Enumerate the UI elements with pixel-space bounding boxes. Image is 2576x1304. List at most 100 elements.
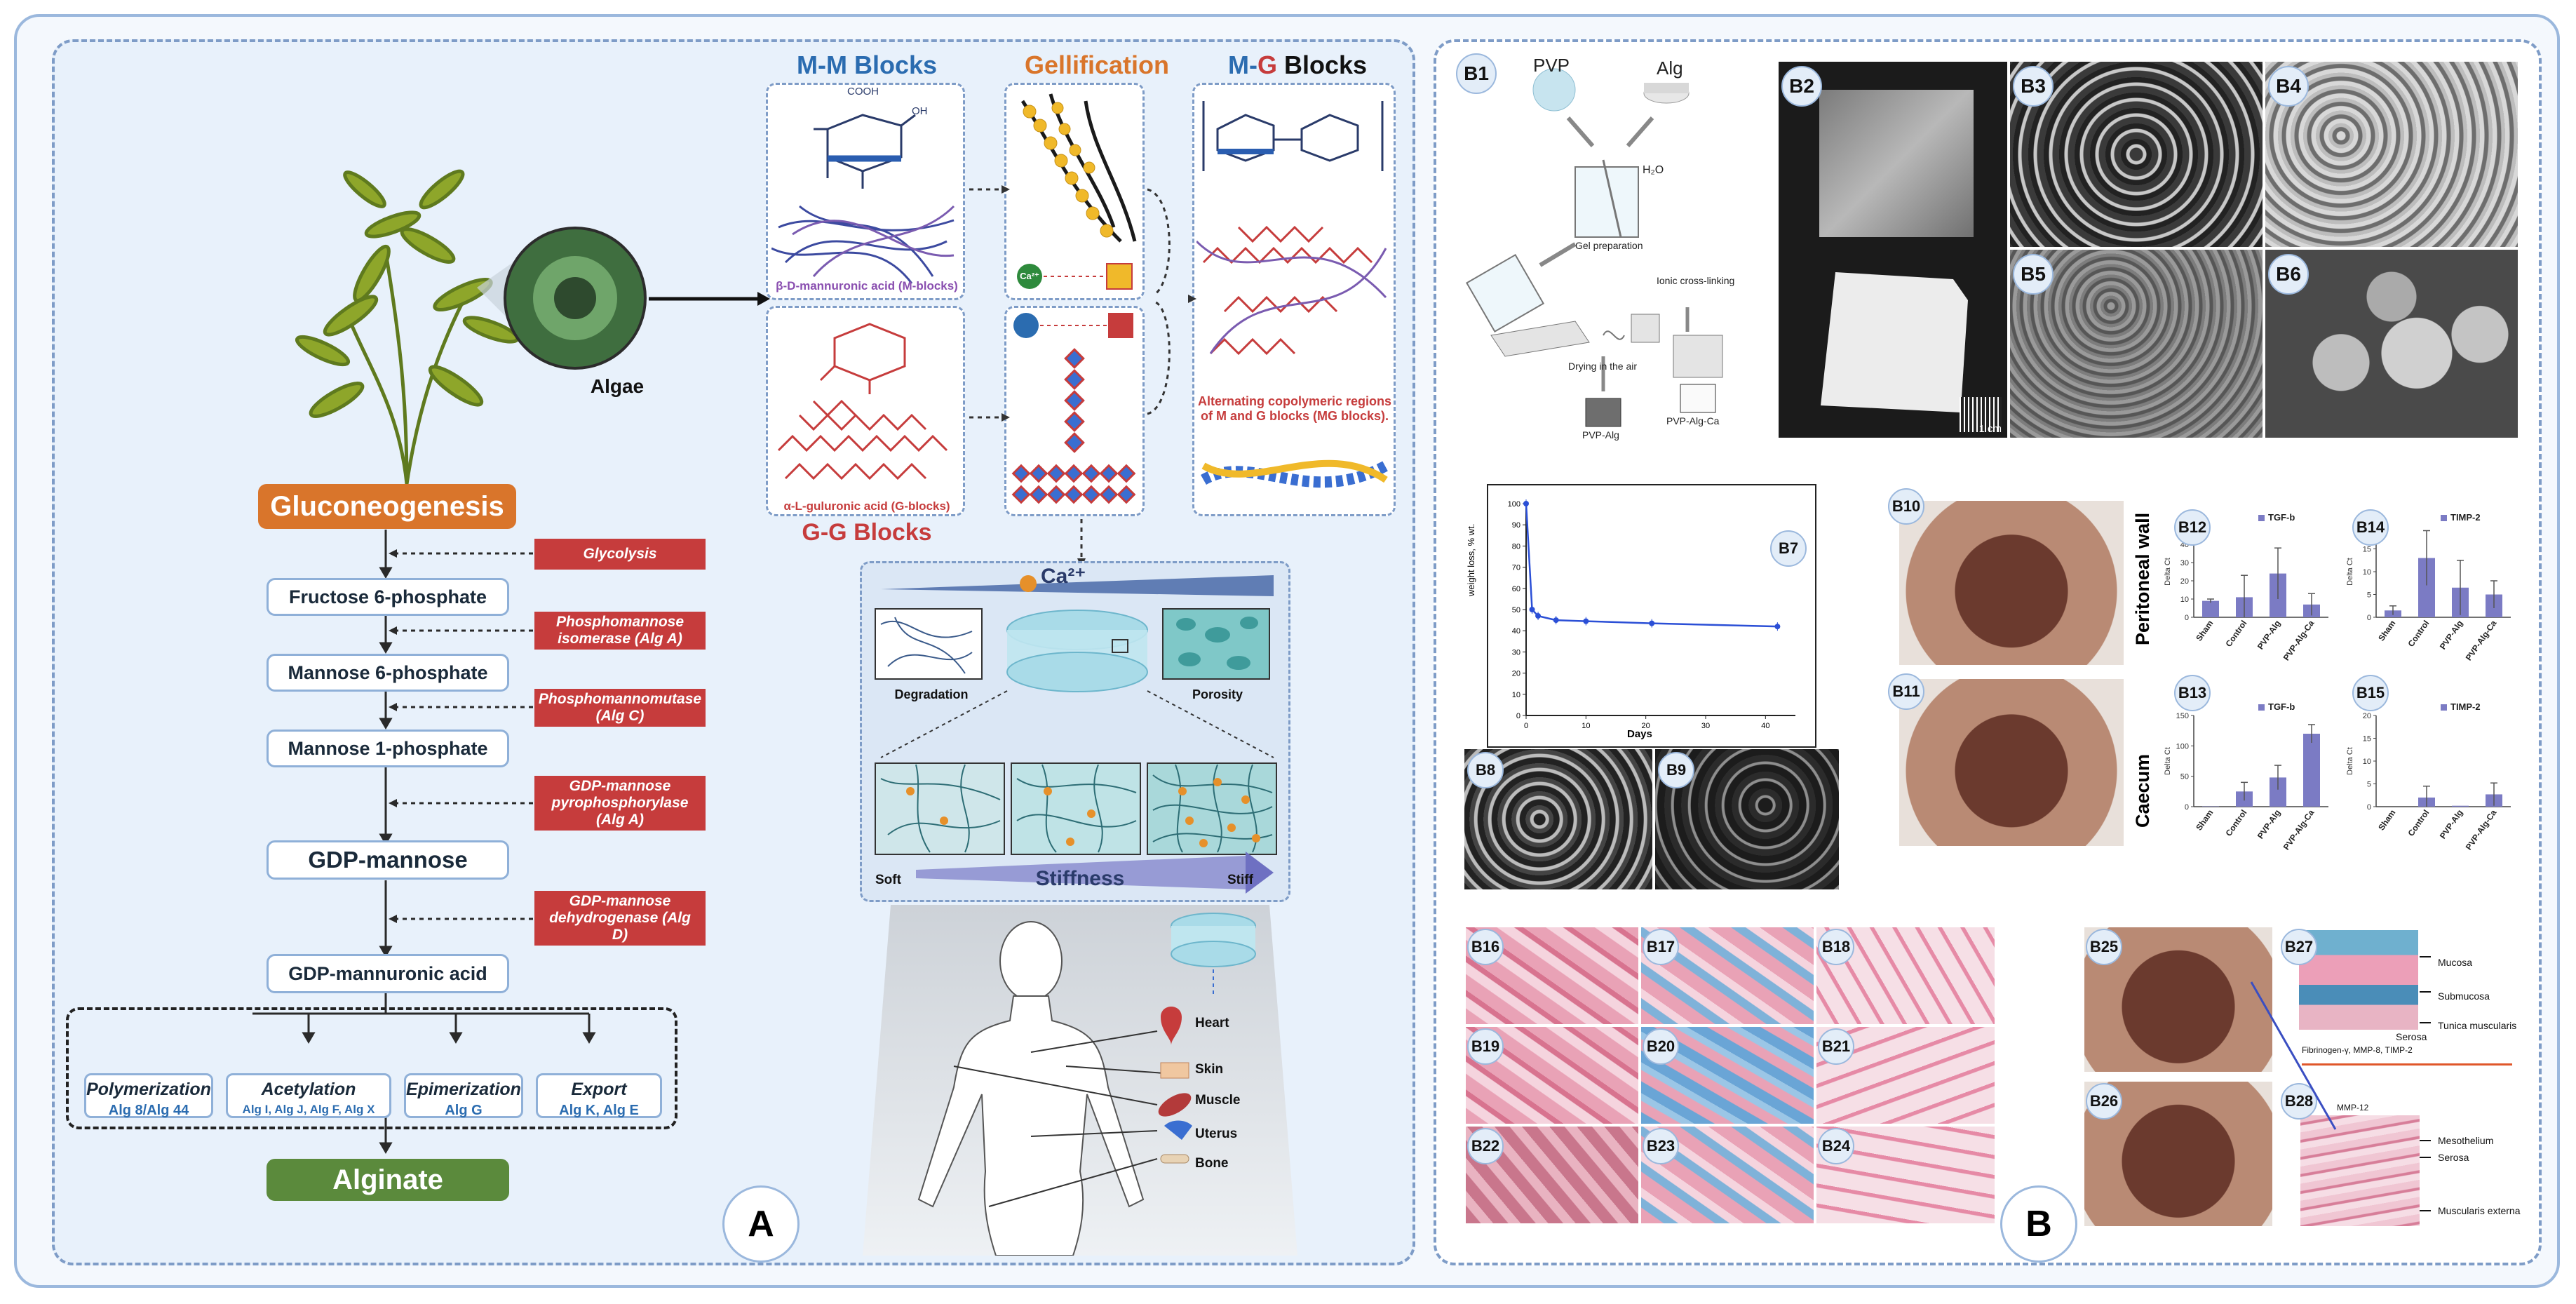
chart-b7-frame: [1487, 484, 1816, 748]
b25-b28-connector: [2250, 981, 2337, 1130]
label-b1: B1: [1456, 53, 1497, 94]
bar-category-label: Sham: [2194, 808, 2215, 833]
soft-label: Soft: [875, 873, 901, 887]
mg-title-part: Blocks: [1283, 51, 1368, 79]
chart-b7-ylabel: weight loss, % wt.: [1466, 523, 1476, 596]
fate-acetylation: Acetylation Alg I, Alg J, Alg F, Alg X: [226, 1073, 391, 1118]
label-b11: B11: [1888, 673, 1924, 710]
b7-data-point: [1583, 618, 1589, 624]
film-transparent: [1819, 90, 1974, 237]
label-b3: B3: [2013, 66, 2054, 107]
bar-ytick-label: 15: [2363, 546, 2371, 554]
label-b5: B5: [2013, 254, 2054, 295]
m-block-structure: [771, 114, 955, 284]
bar-ytick-label: 0: [2367, 803, 2371, 812]
g-blocks-caption: α-L-guluronic acid (G-blocks): [783, 499, 950, 513]
bar-category-label: PVP-Alg-Ca: [2464, 807, 2499, 852]
pathway-node-mannose-6-phosphate: Mannose 6-phosphate: [267, 654, 509, 692]
mg-blocks-title: M-G Blocks: [1192, 51, 1403, 80]
bar-ylabel: Delta Ct: [2346, 558, 2354, 586]
bar-category-label: Control: [2224, 619, 2249, 649]
label-b18: B18: [1818, 929, 1854, 965]
bar-category-label: PVP-Alg-Ca: [2464, 618, 2499, 662]
bar-sham: [2202, 600, 2219, 617]
bar-category-label: Control: [2406, 619, 2432, 649]
bar-ylabel: Delta Ct: [2346, 747, 2354, 775]
label-b20: B20: [1643, 1028, 1679, 1065]
h2o-label: H₂O: [1643, 164, 1664, 176]
enzyme-gdp-mannose-dehydrogenase: GDP-mannose dehydrogenase (Alg D): [534, 891, 706, 946]
bar-ylabel: Delta Ct: [2164, 558, 2172, 586]
label-b28: B28: [2281, 1083, 2317, 1120]
label-b25: B25: [2086, 929, 2122, 965]
gel-upper-illustration: [1017, 93, 1137, 290]
label-b7: B7: [1770, 530, 1807, 567]
image-b11: [1899, 679, 2124, 846]
label-b13: B13: [2174, 675, 2211, 711]
panel-label-a: A: [722, 1185, 800, 1263]
gluconeogenesis-box: Gluconeogenesis: [258, 484, 516, 529]
bar-ytick-label: 30: [2180, 559, 2189, 567]
organ-heart: Heart: [1195, 1016, 1229, 1030]
bar-legend-swatch: [2258, 515, 2265, 521]
mm-title-part: M-M: [796, 51, 847, 79]
stiffness-label: Stiffness: [1035, 867, 1125, 890]
ca-label: Ca²⁺: [1041, 565, 1086, 588]
b7-xtick-label: 20: [1642, 722, 1650, 730]
b7-xtick-label: 30: [1701, 722, 1710, 730]
pathway-node-gdp-mannuronic-acid: GDP-mannuronic acid: [267, 954, 509, 993]
fate-export: Export Alg K, Alg E: [536, 1073, 662, 1118]
orange-divider: [2302, 1063, 2512, 1066]
ca-badge-green: Ca²⁺: [1020, 271, 1039, 281]
bar-ytick-label: 50: [2180, 773, 2189, 781]
b1-preparation-schematic: [1465, 68, 1723, 427]
tissue-label-mmp12: MMP-12: [2337, 1103, 2369, 1113]
enzyme-phosphomannose-isomerase: Phosphomannose isomerase (Alg A): [534, 612, 706, 650]
label-b16: B16: [1467, 929, 1504, 965]
organ-bone: Bone: [1195, 1156, 1229, 1171]
bar-category-label: Control: [2224, 808, 2249, 838]
bar-ytick-label: 10: [2363, 568, 2371, 577]
organ-muscle: Muscle: [1195, 1093, 1241, 1108]
bar-category-label: Sham: [2376, 808, 2397, 833]
b7-ytick-label: 30: [1512, 648, 1520, 657]
panel-label-b: B: [2000, 1185, 2077, 1263]
fate-title: Export: [571, 1080, 627, 1099]
bar-pvp-alg: [2452, 805, 2469, 807]
label-b9: B9: [1658, 752, 1694, 788]
bar-legend-swatch: [2441, 704, 2447, 711]
b7-ytick-label: 50: [1512, 606, 1520, 614]
label-b15: B15: [2352, 675, 2389, 711]
fate-epimerization: Epimerization Alg G: [404, 1073, 523, 1118]
bar-ytick-label: 10: [2363, 758, 2371, 766]
mg-block-illustration: [1196, 101, 1389, 488]
bar-ytick-label: 5: [2367, 781, 2371, 789]
m-block-box: [766, 83, 965, 300]
chart-b7-xlabel: Days: [1627, 728, 1652, 740]
enzyme-gdp-mannose-pyrophosphorylase: GDP-mannose pyrophosphorylase (Alg A): [534, 776, 706, 831]
b7-data-point: [1774, 624, 1781, 630]
algae-illustration: [295, 169, 770, 485]
bar-ytick-label: 15: [2363, 735, 2371, 744]
pathway-node-fructose-6-phosphate: Fructose 6-phosphate: [267, 578, 509, 616]
label-b12: B12: [2174, 509, 2211, 546]
organ-skin: Skin: [1195, 1062, 1224, 1077]
mg-blocks-caption: Alternating copolymeric regions of M and…: [1197, 394, 1392, 423]
human-body-illustration: [863, 905, 1297, 1256]
label-b10: B10: [1888, 488, 1924, 525]
fate-genes: Alg 8/Alg 44: [108, 1103, 189, 1118]
bar-category-label: PVP-Alg-Ca: [2281, 807, 2317, 852]
oh-label: OH: [912, 105, 928, 117]
bar-category-label: Control: [2406, 808, 2432, 838]
label-b22: B22: [1467, 1128, 1504, 1164]
b7-ytick-label: 60: [1512, 585, 1520, 593]
algae-label: Algae: [590, 375, 645, 397]
bar-ytick-label: 100: [2176, 742, 2189, 751]
tissue-label-serosa-2: Serosa: [2438, 1152, 2469, 1163]
bar-ytick-label: 5: [2367, 591, 2371, 600]
label-b19: B19: [1467, 1028, 1504, 1065]
porosity-label: Porosity: [1192, 687, 1243, 701]
b7-data-point: [1529, 607, 1535, 612]
